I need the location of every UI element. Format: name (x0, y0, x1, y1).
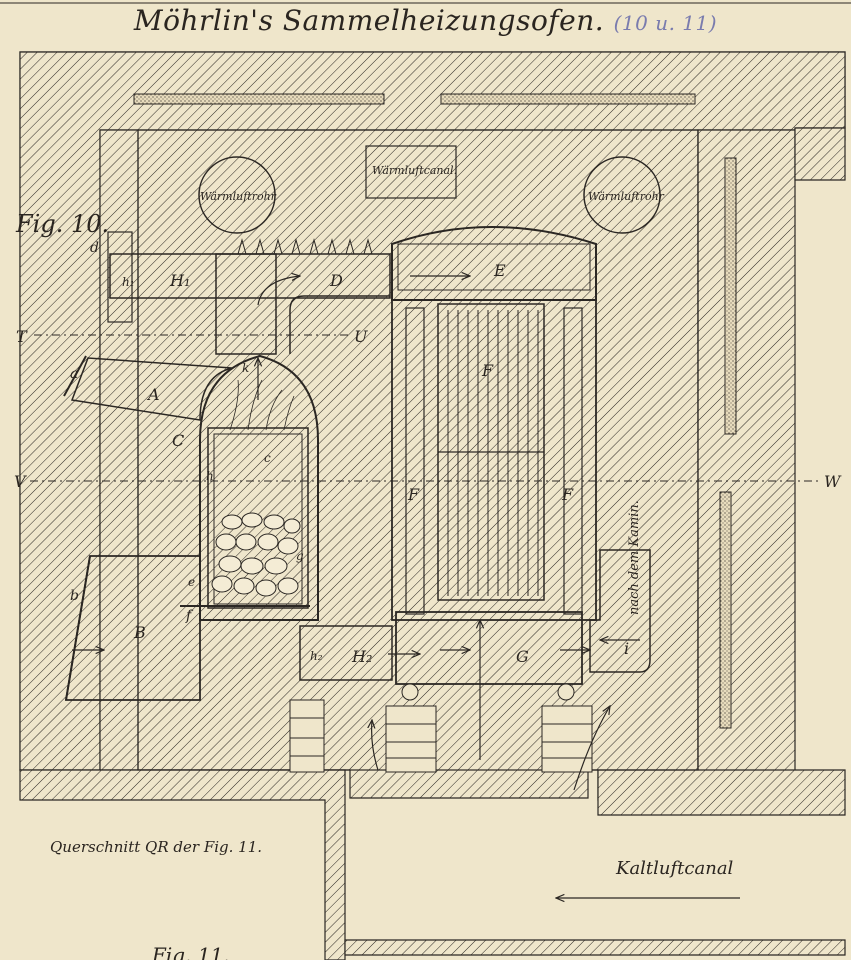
label-B: B (133, 623, 146, 642)
label-k: k (242, 361, 249, 375)
label-C: C (172, 431, 184, 450)
label-H2: H₂ (351, 647, 372, 666)
label-F-right: F (561, 485, 574, 504)
kamin-label: nach dem Kamin. (627, 500, 642, 615)
warmluft-rohr-right-label: Wärmluftrohr (588, 190, 665, 203)
feed-chute (63, 355, 233, 421)
pedestals (289, 683, 593, 773)
label-h2: h₂ (310, 649, 323, 663)
label-g: g (296, 549, 304, 563)
cold-air-arrows (372, 706, 740, 898)
section-T: T (16, 327, 28, 346)
section-V: V (14, 472, 27, 491)
ash-box (64, 555, 201, 701)
label-F-left: F (407, 485, 420, 504)
section-caption: Querschnitt QR der Fig. 11. (50, 838, 262, 856)
label-e: e (188, 575, 195, 589)
label-D: D (329, 271, 343, 290)
warm-air-outlets (198, 145, 661, 234)
firebox (180, 354, 319, 621)
label-A: A (146, 385, 160, 404)
warmluft-canal-label: Wärmluftcanal. (372, 164, 457, 177)
insulation-strips (133, 93, 737, 729)
fig11-label: Fig. 11. (151, 943, 230, 960)
plate-title: Möhrlin's Sammelheizungsofen. (10 u. 11) (0, 4, 851, 37)
label-H1: H₁ (169, 271, 190, 290)
label-E: E (493, 261, 506, 280)
label-c: c (264, 451, 271, 465)
duct-upper (107, 231, 470, 355)
part-labels: Fig. 10. Wärmluftcanal. Wärmluftrohr Wär… (14, 164, 842, 960)
label-a: a (70, 366, 78, 382)
label-h1: h₁ (122, 275, 135, 289)
section-W: W (824, 472, 842, 491)
label-d: d (90, 240, 99, 256)
plate-title-note: (10 u. 11) (613, 11, 718, 35)
section-U: U (354, 327, 368, 346)
label-F-center: F (481, 361, 494, 380)
label-f: f (185, 608, 194, 624)
plate-title-main: Möhrlin's Sammelheizungsofen. (133, 4, 605, 37)
duct-lower (299, 625, 420, 681)
label-h: h (206, 469, 214, 483)
label-i: i (624, 639, 629, 658)
chimney (589, 549, 651, 673)
label-G: G (516, 647, 529, 666)
section-lines (30, 334, 820, 482)
label-b: b (70, 588, 79, 604)
fig10-label: Fig. 10. (15, 210, 109, 238)
heat-exchanger (391, 226, 597, 760)
warmluft-rohr-left-label: Wärmluftrohr (200, 190, 277, 203)
kaltluft-label: Kaltluftcanal (615, 858, 734, 879)
